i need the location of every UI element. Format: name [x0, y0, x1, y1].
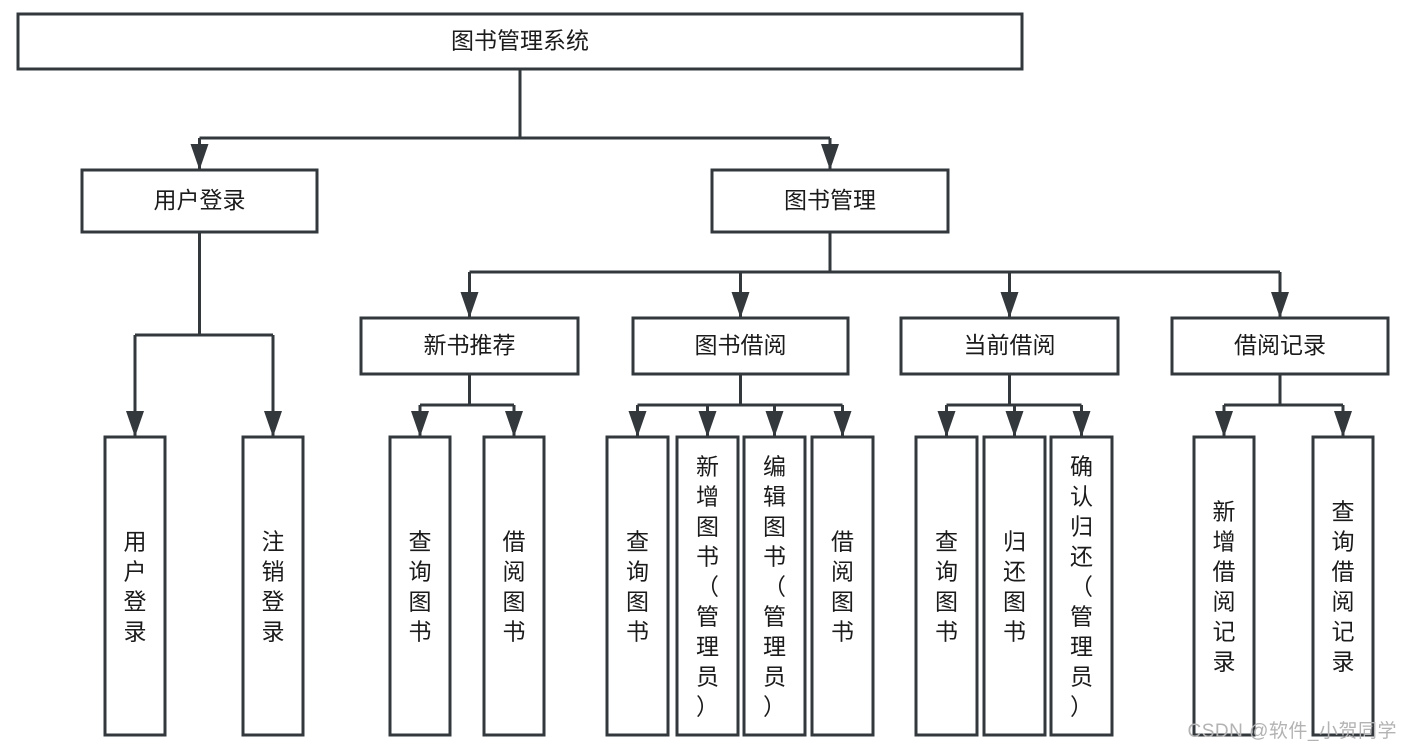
arrow-head-icon — [1005, 411, 1024, 437]
node-box — [675, 435, 740, 737]
arrow-head-icon — [505, 411, 523, 437]
node-box — [605, 435, 670, 737]
node-box — [710, 168, 950, 234]
node-layer: 图书管理系统用户登录图书管理新书推荐图书借阅当前借阅借阅记录用户登录注销登录查询… — [16, 12, 1390, 737]
node-user-login[interactable]: 用户登录 — [80, 168, 319, 234]
node-label: 查询图书 — [626, 528, 649, 644]
node-box — [914, 435, 979, 737]
node-leaf-borrow-book-b[interactable]: 借阅图书 — [810, 435, 875, 737]
node-label: 图书管理 — [784, 187, 876, 213]
node-box — [899, 316, 1120, 376]
arrow-head-icon — [628, 411, 647, 437]
node-box — [1170, 316, 1390, 376]
arrow-head-icon — [264, 411, 282, 437]
node-label: 编辑图书（管理员） — [763, 453, 786, 719]
arrow-head-icon — [1215, 411, 1233, 437]
node-label: 图书借阅 — [695, 332, 787, 358]
node-box — [742, 435, 807, 737]
arrow-head-icon — [1271, 292, 1289, 318]
node-leaf-user-login[interactable]: 用户登录 — [103, 435, 167, 737]
node-box — [359, 316, 580, 376]
node-label: 归还图书 — [1003, 528, 1026, 644]
node-label: 借阅图书 — [831, 528, 854, 644]
arrow-head-icon — [1334, 411, 1352, 437]
node-leaf-query-book-rec[interactable]: 查询图书 — [388, 435, 452, 737]
arrow-head-icon — [821, 144, 839, 170]
node-current-borrow[interactable]: 当前借阅 — [899, 316, 1120, 376]
node-box — [16, 12, 1024, 71]
arrow-head-icon — [731, 292, 750, 318]
node-box — [810, 435, 875, 737]
node-leaf-edit-book[interactable]: 编辑图书（管理员） — [742, 435, 807, 737]
node-label: 当前借阅 — [964, 332, 1056, 358]
arrow-head-icon — [937, 411, 956, 437]
arrow-head-icon — [126, 411, 144, 437]
watermark-text: CSDN @软件_小贺同学 — [1187, 721, 1397, 742]
node-label: 借阅图书 — [503, 528, 526, 644]
node-box — [631, 316, 850, 376]
node-label: 新书推荐 — [424, 332, 516, 358]
connector-layer — [126, 69, 1352, 437]
node-label: 注销登录 — [262, 528, 285, 644]
node-label: 确认归还（管理员） — [1070, 453, 1093, 719]
node-label: 用户登录 — [154, 187, 246, 213]
arrow-head-icon — [1000, 292, 1019, 318]
node-label: 借阅记录 — [1234, 332, 1326, 358]
node-label: 查询图书 — [409, 528, 432, 644]
node-box — [103, 435, 167, 737]
node-label: 新增借阅记录 — [1213, 498, 1236, 674]
node-borrow-record[interactable]: 借阅记录 — [1170, 316, 1390, 376]
node-book-borrow[interactable]: 图书借阅 — [631, 316, 850, 376]
node-leaf-borrow-book-rec[interactable]: 借阅图书 — [482, 435, 546, 737]
node-label: 图书管理系统 — [451, 28, 589, 54]
node-box — [1192, 435, 1256, 737]
node-box — [241, 435, 305, 737]
arrow-head-icon — [460, 292, 479, 318]
arrow-head-icon — [765, 411, 784, 437]
node-new-book-rec[interactable]: 新书推荐 — [359, 316, 580, 376]
node-label: 查询借阅记录 — [1332, 498, 1355, 674]
node-root-system[interactable]: 图书管理系统 — [16, 12, 1024, 71]
node-leaf-query-book-c[interactable]: 查询图书 — [914, 435, 979, 737]
node-label: 查询图书 — [935, 528, 958, 644]
node-label: 用户登录 — [124, 528, 147, 644]
node-leaf-query-book-b[interactable]: 查询图书 — [605, 435, 670, 737]
node-box — [482, 435, 546, 737]
node-box — [1049, 435, 1114, 737]
node-leaf-confirm-return[interactable]: 确认归还（管理员） — [1049, 435, 1114, 737]
node-book-manage[interactable]: 图书管理 — [710, 168, 950, 234]
node-label: 新增图书（管理员） — [696, 453, 719, 719]
node-leaf-add-book[interactable]: 新增图书（管理员） — [675, 435, 740, 737]
node-leaf-return-book[interactable]: 归还图书 — [982, 435, 1047, 737]
node-box — [1311, 435, 1375, 737]
node-leaf-query-record[interactable]: 查询借阅记录 — [1311, 435, 1375, 737]
node-leaf-add-record[interactable]: 新增借阅记录 — [1192, 435, 1256, 737]
arrow-head-icon — [833, 411, 852, 437]
arrow-head-icon — [190, 144, 209, 170]
node-box — [388, 435, 452, 737]
node-leaf-logout[interactable]: 注销登录 — [241, 435, 305, 737]
node-box — [80, 168, 319, 234]
arrow-head-icon — [698, 411, 717, 437]
arrow-head-icon — [411, 411, 429, 437]
arrow-head-icon — [1072, 411, 1091, 437]
node-box — [982, 435, 1047, 737]
